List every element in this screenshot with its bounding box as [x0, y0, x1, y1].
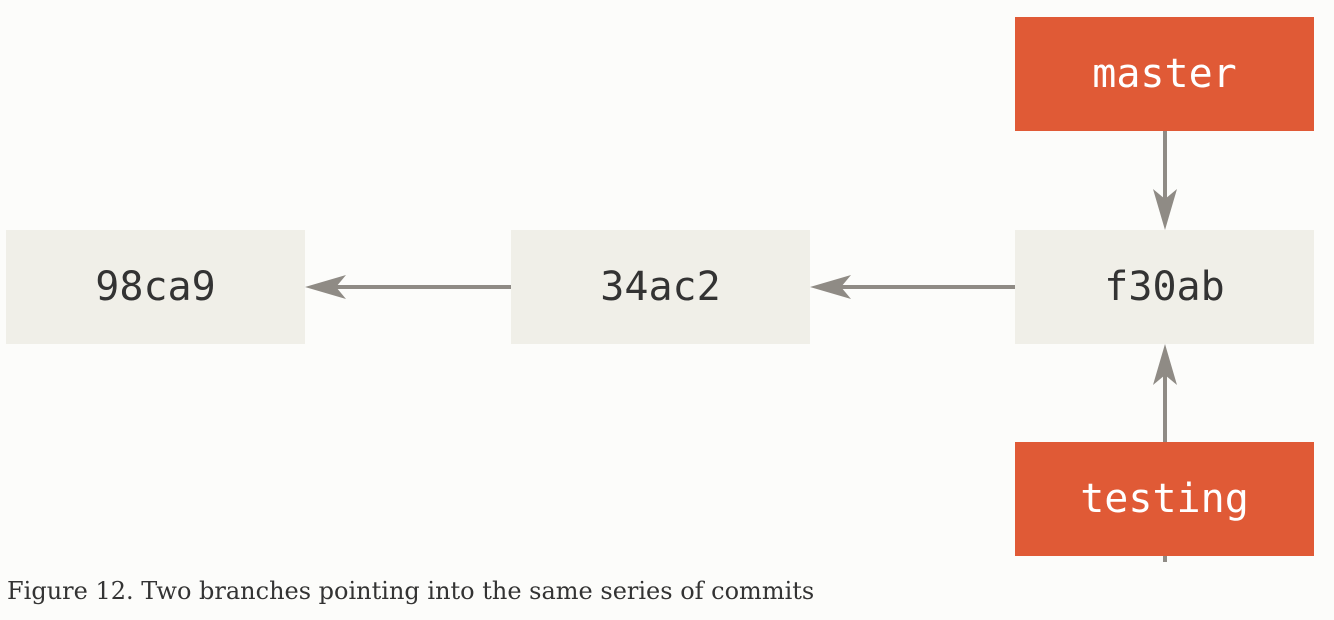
branch-node-master: master — [1015, 17, 1314, 131]
commit-node-34ac2: 34ac2 — [511, 230, 810, 344]
commit-label: f30ab — [1104, 264, 1225, 310]
figure-caption: Figure 12. Two branches pointing into th… — [7, 577, 815, 605]
commit-node-f30ab: f30ab — [1015, 230, 1314, 344]
branch-label: testing — [1080, 476, 1249, 522]
commit-node-98ca9: 98ca9 — [6, 230, 305, 344]
arrow-f30ab-to-34ac2 — [810, 275, 1015, 299]
commit-label: 98ca9 — [95, 264, 216, 310]
commit-label: 34ac2 — [600, 264, 721, 310]
arrow-34ac2-to-98ca9 — [305, 275, 511, 299]
arrow-master-to-f30ab — [1153, 131, 1177, 230]
branch-label: master — [1092, 51, 1237, 97]
branch-node-testing: testing — [1015, 442, 1314, 556]
